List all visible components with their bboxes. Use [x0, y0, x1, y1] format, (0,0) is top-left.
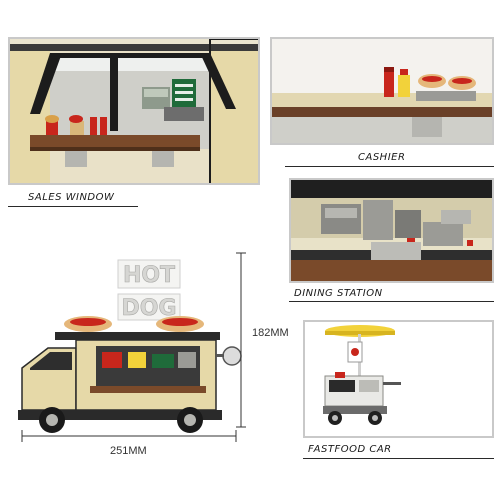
sign-line-2: DOG — [121, 296, 176, 321]
sign-line-1: HOT — [123, 263, 175, 288]
height-dimension-line — [236, 252, 246, 428]
fastfood-car-panel — [303, 320, 494, 438]
dining-station-underline — [289, 301, 494, 302]
cashier-photo — [272, 39, 492, 143]
hot-dog-truck-model: HOT DOG — [18, 259, 242, 433]
cashier-caption: CASHIER — [358, 152, 406, 163]
height-dimension-label: 182MM — [252, 327, 289, 339]
sales-window-photo — [10, 39, 258, 183]
dining-station-caption: DINING STATION — [294, 288, 383, 299]
width-dimension-line — [21, 430, 237, 442]
sales-window-caption: SALES WINDOW — [28, 192, 115, 203]
width-dimension-label: 251MM — [110, 445, 147, 457]
fastfood-car-photo — [323, 325, 401, 425]
fastfood-car-caption: FASTFOOD CAR — [308, 444, 392, 455]
sales-window-underline — [8, 206, 138, 207]
dining-station-photo — [291, 180, 492, 281]
hot-dog-sign — [117, 259, 181, 321]
cashier-panel — [270, 37, 494, 145]
sales-window-panel — [8, 37, 260, 185]
cashier-underline — [285, 166, 494, 167]
fastfood-car-underline — [303, 458, 494, 459]
dining-station-panel — [289, 178, 494, 283]
